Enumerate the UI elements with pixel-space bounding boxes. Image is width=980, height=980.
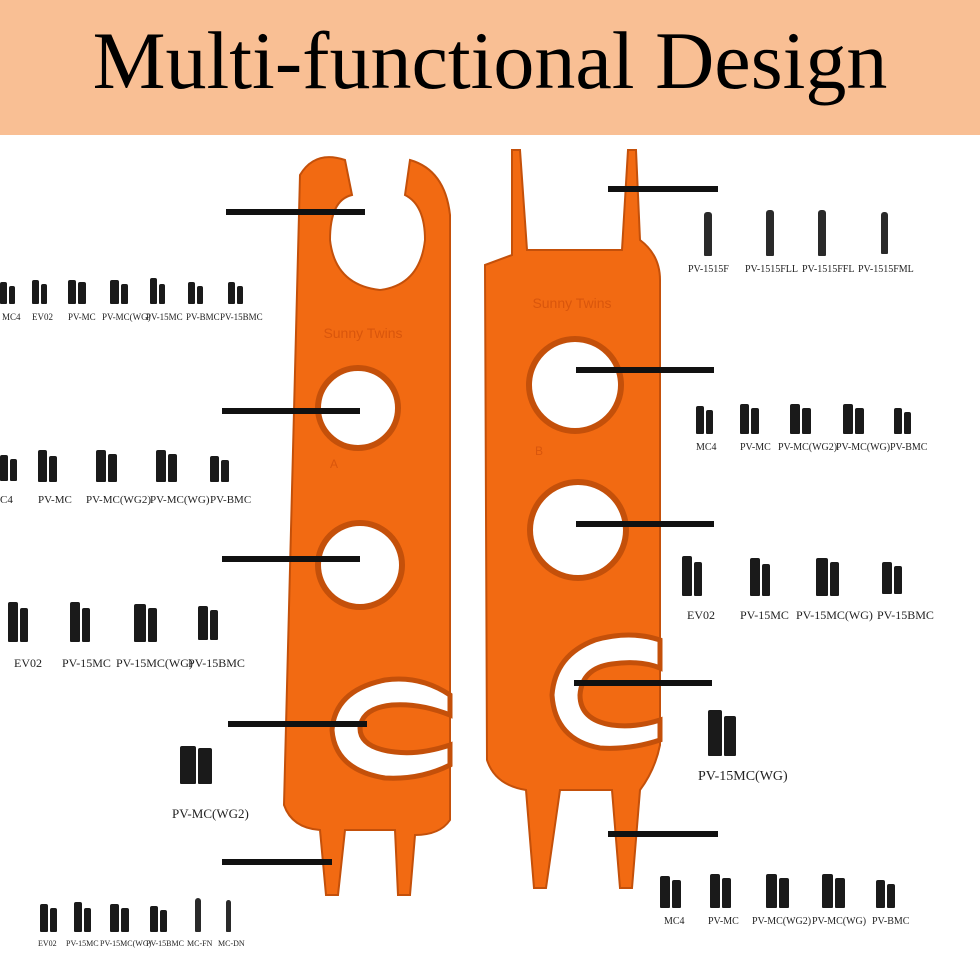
connector-label: MC-DN — [218, 939, 245, 948]
wrench-left-brand: Sunny Twins — [323, 325, 402, 341]
wrench-right-brand: Sunny Twins — [532, 295, 611, 311]
connector-label: EV02 — [32, 312, 53, 322]
connector-icon — [0, 455, 17, 481]
connector-icon — [710, 874, 731, 908]
connector-label: PV-1515FLL — [745, 264, 798, 275]
connector-icon — [816, 558, 839, 596]
connector-icon — [210, 456, 229, 482]
connector-icon — [32, 280, 47, 304]
connector-label: MC-FN — [187, 939, 213, 948]
wrench-right-open-jaw — [549, 632, 663, 751]
wrench-right-hole-2 — [527, 479, 629, 581]
wrench-right-hole-1 — [526, 336, 624, 434]
connector-label: PV-1515FFL — [802, 264, 855, 275]
connector-label: PV-MC(WG2) — [172, 806, 249, 821]
connector-icon — [38, 450, 57, 482]
connector-icon — [8, 602, 28, 642]
connector-label: PV-15MC(WG) — [116, 656, 193, 670]
connector-icon — [96, 450, 117, 482]
connector-label: PV-15MC — [740, 608, 789, 622]
connector-icon — [150, 278, 165, 304]
connector-label: MC4 — [2, 312, 21, 322]
connector-icon — [134, 604, 157, 642]
connector-icon — [40, 904, 57, 932]
connector-icon — [110, 280, 128, 304]
connector-label: PV-15BMC — [220, 312, 263, 322]
connector-icon — [708, 710, 736, 756]
connector-icon — [822, 874, 845, 908]
connector-icon — [660, 876, 681, 908]
connector-label: PV-15MC(WG) — [698, 769, 788, 784]
connector-icon — [188, 282, 203, 304]
connector-label: PV-BMC — [872, 916, 910, 927]
connector-label: PV-MC — [708, 916, 739, 927]
connector-pin-icon — [226, 900, 231, 932]
connector-label: PV-MC(WG) — [836, 442, 891, 453]
connector-pin-icon — [881, 212, 888, 254]
connector-icon — [198, 606, 218, 640]
connector-label: MC4 — [664, 916, 685, 927]
connector-label: PV-BMC — [210, 494, 252, 506]
connector-icon — [74, 902, 91, 932]
connector-label: PV-15MC — [62, 656, 111, 670]
connector-label: PV-15MC — [146, 312, 183, 322]
connector-label: PV-15MC(WG) — [796, 608, 873, 622]
connector-icon — [766, 874, 789, 908]
connector-pin-icon — [704, 212, 712, 256]
connector-icon — [790, 404, 811, 434]
connector-label: PV-MC(WG) — [812, 916, 867, 927]
connector-icon — [156, 450, 177, 482]
connector-label: PV-15MC(WG) — [100, 939, 152, 948]
connector-icon — [682, 556, 702, 596]
connector-label: EV02 — [14, 656, 42, 670]
connector-icon — [180, 746, 212, 784]
connector-label: PV-15BMC — [877, 608, 934, 622]
connector-icon — [740, 404, 759, 434]
wrench-right-mark: B — [535, 444, 543, 458]
connector-label: PV-15BMC — [146, 939, 184, 948]
connector-label: PV-MC — [38, 494, 72, 506]
connector-label: PV-MC(WG2) — [86, 494, 151, 506]
connector-icon — [0, 282, 15, 304]
connector-label: PV-MC(WG2) — [752, 916, 812, 927]
pointer-lines — [222, 186, 718, 865]
connector-label: PV-1515F — [688, 264, 729, 275]
wrench-left-mark: A — [330, 457, 338, 471]
connector-label: PV-BMC — [890, 442, 928, 453]
connector-label: PV-MC(WG2) — [778, 442, 838, 453]
connector-label: PV-15MC — [66, 939, 99, 948]
page-title: Multi-functional Design — [92, 15, 888, 106]
wrench-left: Sunny Twins A — [282, 156, 453, 896]
connector-label: MC4 — [696, 442, 717, 453]
connector-label: PV-BMC — [186, 312, 220, 322]
connector-icon — [750, 558, 770, 596]
connector-icon — [882, 562, 902, 594]
connector-label: PV-15BMC — [188, 656, 245, 670]
connector-icon — [110, 904, 129, 932]
connector-icon — [894, 408, 911, 434]
connector-label: EV02 — [38, 939, 57, 948]
connector-label: EV02 — [687, 608, 715, 622]
connector-label: PV-MC(WG) — [102, 312, 151, 322]
connector-pin-icon — [766, 210, 774, 256]
connector-icon — [68, 280, 86, 304]
connector-label: PV-MC — [68, 312, 96, 322]
connector-icon — [150, 906, 167, 932]
title-banner: Multi-functional Design — [0, 0, 980, 135]
connector-label: PV-MC(WG) — [150, 494, 210, 506]
connector-icon — [843, 404, 864, 434]
connector-icon — [70, 602, 90, 642]
connector-icon — [696, 406, 713, 434]
connector-pin-icon — [195, 898, 201, 932]
connector-icon — [876, 880, 895, 908]
wrench-right: Sunny Twins B — [483, 149, 663, 889]
connector-icon — [228, 282, 243, 304]
connector-label: PV-MC — [740, 442, 771, 453]
wrench-left-open-jaw — [329, 676, 453, 781]
wrench-left-hole-2 — [315, 520, 405, 610]
connector-pin-icon — [818, 210, 826, 256]
connector-label: PV-1515FML — [858, 264, 914, 275]
connector-label: C4 — [0, 494, 13, 506]
